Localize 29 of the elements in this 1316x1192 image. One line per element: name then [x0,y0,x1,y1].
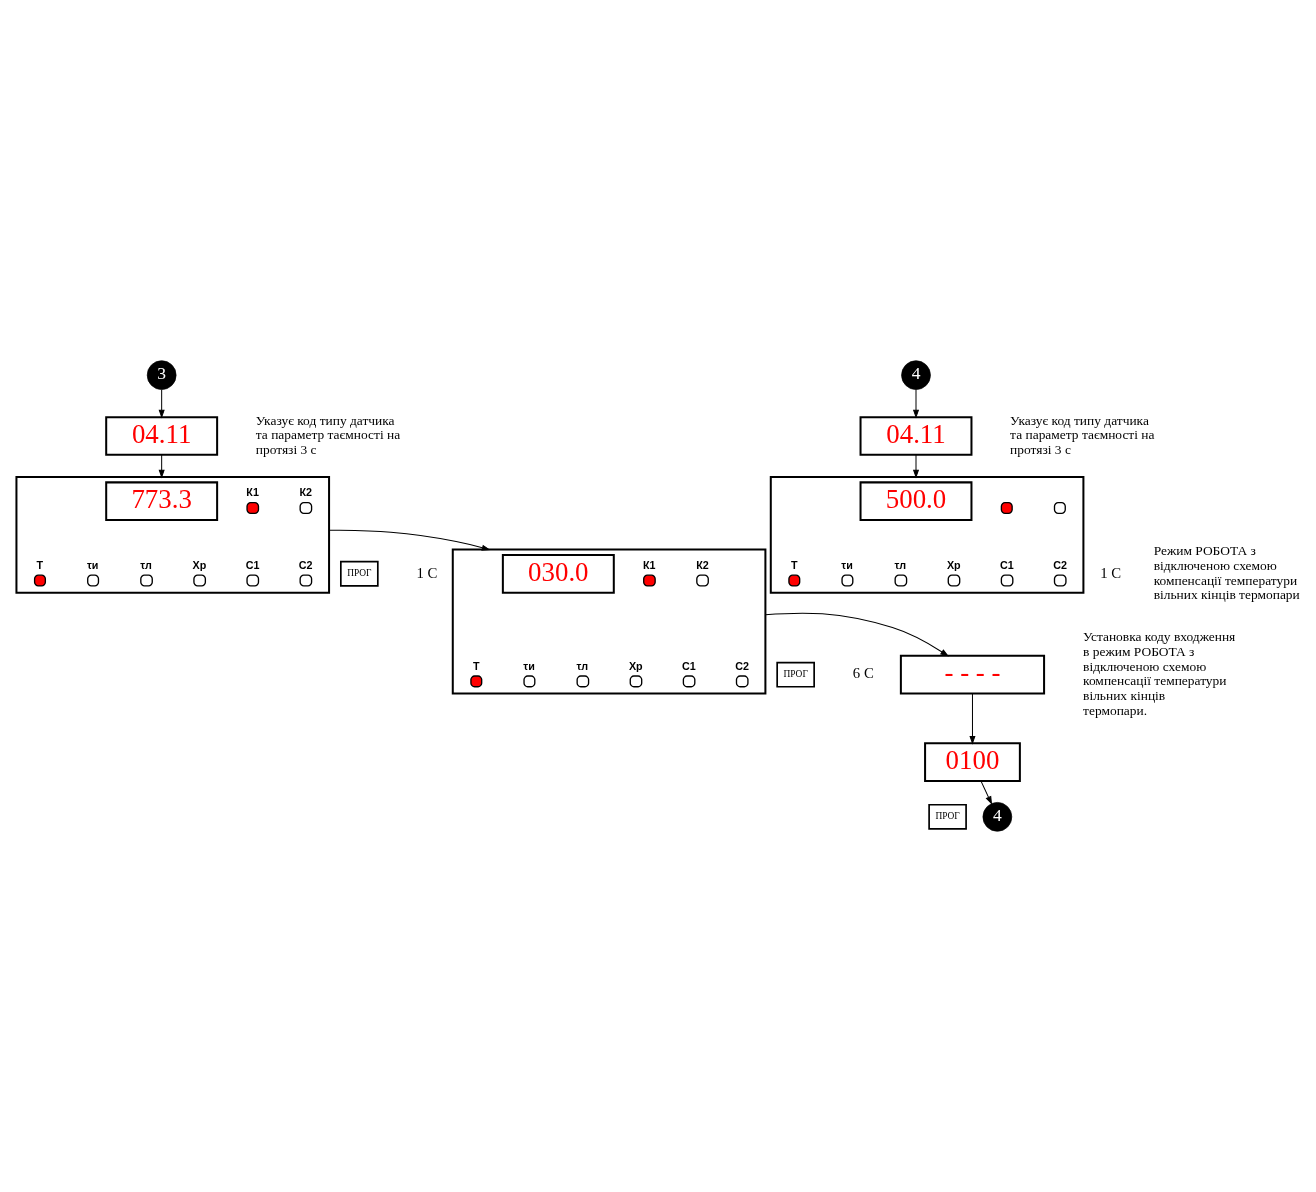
node-label: К2 [696,558,709,571]
node-label: 1 С [416,564,438,581]
node-label: τи [87,558,99,571]
node-label: Xр [946,558,961,571]
node-label: С2 [735,659,749,672]
node-label: Указує код типу датчика та параметр таємності на протязі 3 с [255,412,401,458]
node-label: Xр [192,558,207,571]
node-label: К1 [643,558,656,571]
node-label: К2 [299,486,313,499]
node-label: τл [140,558,152,571]
node-label: С1 [682,659,696,672]
node-label: Xр [628,659,643,672]
node-label: С2 [1053,558,1067,571]
node-label: τл [576,659,589,672]
node-label: Указує код типу датчика та параметр таємності на протязі 3 с [1010,412,1155,458]
node-label: τл [894,558,907,571]
node-label: К1 [246,486,259,499]
node-label: 6 С [852,665,874,682]
node-label: 1 С [1100,564,1122,581]
node-label: Т [36,558,44,571]
node-label: Т [790,558,798,571]
node-label: С1 [245,558,260,571]
node-label: τи [523,659,535,672]
node-label: τи [841,558,853,571]
node-label: Т [472,659,480,672]
node-label: Установка коду входження в режим РОБОТА з відключеною схемою компенсації температури вільних кінців термопари. [1083,629,1236,718]
node-label: С2 [298,558,313,571]
node-label: С1 [1000,558,1014,571]
node-label: Режим РОБОТА з відключеною схемою компенсації температури вільних кінців термопари [1153,542,1300,603]
